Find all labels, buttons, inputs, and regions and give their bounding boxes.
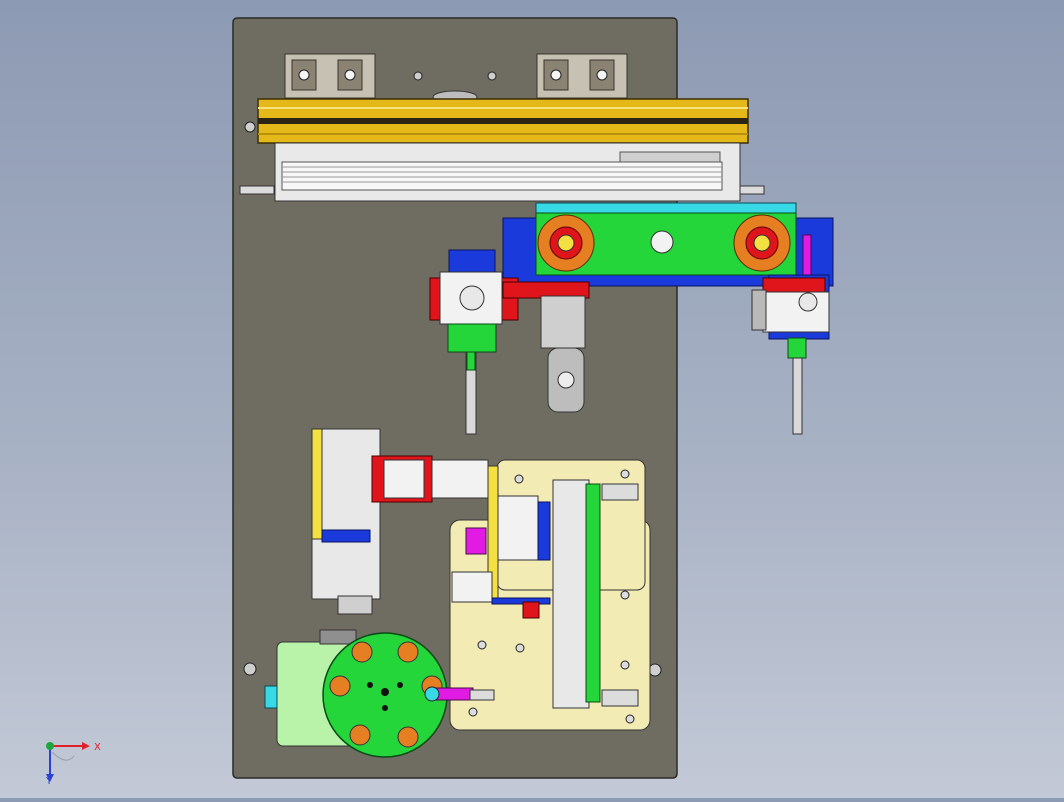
aluminum-profile-left [284,53,376,99]
rotary-index-plate [264,629,495,758]
origin-marker [46,742,54,750]
y-axis-label: Y [45,776,53,786]
pneumatic-slide-left [311,428,489,615]
triad-plane-hint [51,751,75,761]
gripper-right [751,274,830,435]
rodless-cylinder [239,142,765,202]
y-axis-arrowhead [46,774,54,782]
linear-rail-yellow [257,98,749,144]
aluminum-profile-right [536,53,628,99]
x-axis-arrowhead [82,742,90,750]
gantry-carriage [502,202,834,287]
triad-graphic: X Y [45,742,101,787]
base-plate-holes [243,71,662,677]
mounting-plate-yellow [449,459,651,731]
coordinate-triad: X Y [38,730,108,787]
vertical-cylinder [502,281,590,413]
x-axis-label: X [94,742,101,753]
